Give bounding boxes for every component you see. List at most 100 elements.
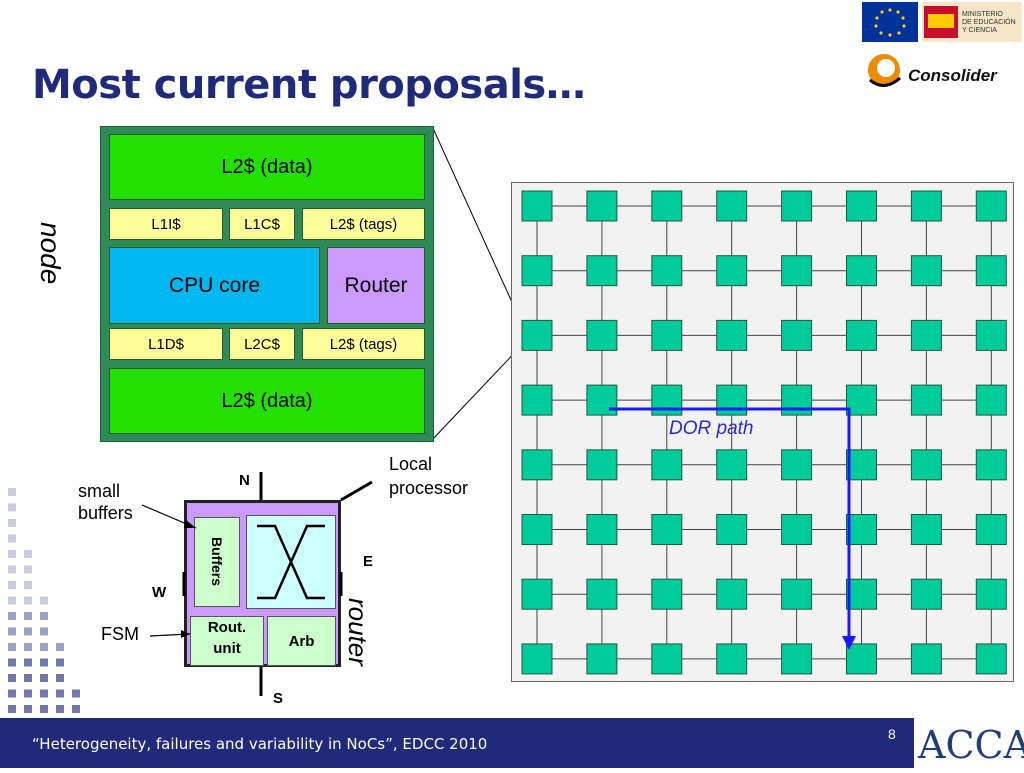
port-south: S — [273, 690, 284, 707]
mesh-node — [781, 578, 813, 610]
decorative-square — [40, 705, 48, 713]
routing-unit-line2: unit — [213, 640, 241, 657]
ministry-line3: Y CIENCIA — [962, 27, 997, 34]
port-north: N — [239, 472, 250, 489]
decorative-square — [40, 627, 48, 636]
mesh-node — [910, 514, 942, 545]
decorative-squares — [8, 488, 80, 713]
footer-text: “Heterogeneity, failures and variability… — [32, 735, 488, 753]
l2-data-bottom: L2$ (data) — [109, 368, 425, 434]
mesh-node — [975, 384, 1007, 416]
decorative-square — [72, 705, 80, 713]
mesh-node — [521, 319, 553, 351]
mesh-node — [716, 449, 748, 481]
mesh-node — [651, 319, 683, 351]
mesh-node — [846, 190, 877, 222]
local-processor-line2: processor — [389, 478, 469, 498]
decorative-square — [24, 581, 32, 589]
mesh-node — [781, 255, 813, 287]
decorative-square — [24, 643, 32, 651]
mesh-node — [651, 190, 683, 222]
crossbar-icon — [257, 524, 325, 600]
mesh-node — [521, 384, 553, 416]
mesh-node — [521, 643, 553, 675]
mesh-node — [521, 514, 553, 545]
mesh-node — [910, 643, 942, 675]
decorative-square — [40, 674, 48, 682]
mesh-node — [586, 578, 618, 610]
decorative-square — [40, 658, 48, 667]
acca-logo: ACCA — [914, 718, 1024, 768]
mesh-node — [975, 643, 1007, 675]
dor-path-label: DOR path — [669, 418, 754, 439]
acca-logo-text: ACCA — [917, 723, 1024, 767]
mesh-node — [521, 578, 553, 610]
mesh-node — [910, 578, 942, 610]
mesh-node — [716, 190, 748, 222]
port-east: E — [363, 553, 374, 570]
mesh-node — [716, 643, 748, 675]
mesh-node — [975, 319, 1007, 351]
decorative-square — [8, 596, 16, 605]
buffers-label: Buffers — [209, 537, 225, 587]
mesh-node — [586, 449, 618, 481]
dor-path-arrowhead — [842, 636, 856, 650]
decorative-square — [8, 550, 16, 558]
decorative-square — [8, 705, 16, 713]
decorative-square — [8, 658, 16, 667]
mesh-node — [846, 384, 877, 416]
footer-bar — [0, 718, 1024, 768]
buffers-block: Buffers — [194, 517, 240, 607]
decorative-square — [56, 689, 64, 698]
mesh-node — [781, 319, 813, 351]
decorative-square — [56, 658, 64, 667]
decorative-square — [8, 519, 16, 527]
decorative-square — [24, 689, 32, 698]
l2-tags-bottom: L2$ (tags) — [302, 328, 425, 360]
routing-unit-line1: Rout. — [207, 619, 247, 636]
decorative-square — [56, 674, 64, 682]
mesh-node — [586, 255, 618, 287]
mesh-node — [651, 514, 683, 545]
router-block: Router — [327, 247, 425, 324]
small-buffers-line1: small — [78, 481, 121, 501]
decorative-square — [8, 689, 16, 698]
mesh-node — [975, 255, 1007, 287]
mesh-node — [910, 255, 942, 287]
mesh-node — [846, 578, 877, 610]
mesh-node — [586, 190, 618, 222]
arbiter: Arb — [267, 616, 336, 666]
small-buffers-line2: buffers — [78, 503, 133, 523]
mesh-node — [716, 578, 748, 610]
router-label: router — [343, 598, 373, 666]
routing-unit: Rout. unit — [190, 616, 264, 666]
decorative-square — [40, 612, 48, 620]
mesh-node — [846, 449, 877, 481]
consolider-text: Consolider — [908, 66, 998, 85]
mesh-node — [651, 449, 683, 481]
mesh-node — [975, 514, 1007, 545]
mesh-node — [846, 319, 877, 351]
mesh-node — [521, 449, 553, 481]
ministry-line2: DE EDUCACIÓN — [962, 17, 1016, 26]
mesh-node — [781, 449, 813, 481]
mesh-node — [781, 190, 813, 222]
cpu-core: CPU core — [109, 247, 320, 324]
decorative-square — [24, 550, 32, 558]
crossbar — [246, 515, 336, 609]
node-block: L2$ (data) L1I$ L1C$ L2$ (tags) CPU core… — [100, 126, 434, 442]
l1d-cache: L1D$ — [109, 328, 223, 360]
decorative-square — [8, 565, 16, 574]
decorative-square — [56, 643, 64, 651]
decorative-square — [24, 565, 32, 574]
mesh-node — [781, 643, 813, 675]
decorative-square — [24, 627, 32, 636]
mesh-node — [975, 449, 1007, 481]
decorative-square — [8, 581, 16, 589]
page-title: Most current proposals… — [32, 62, 586, 108]
l2-data-top: L2$ (data) — [109, 134, 425, 200]
mesh-node — [716, 514, 748, 545]
decorative-square — [24, 658, 32, 667]
